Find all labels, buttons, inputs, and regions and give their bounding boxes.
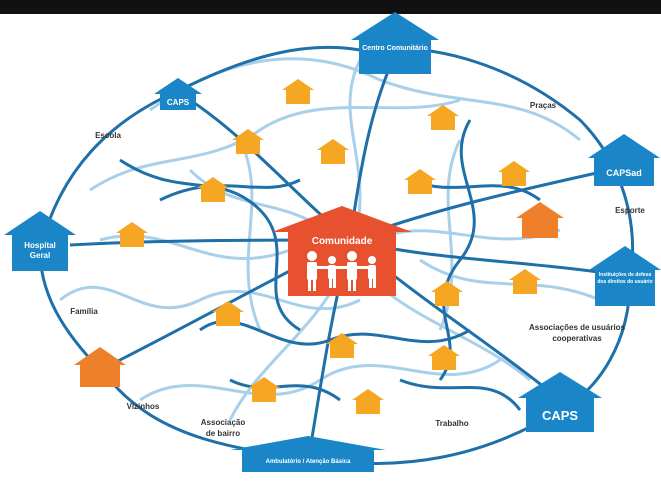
label-esporte: Esporte [615,206,645,215]
yellow-house-2 [427,105,459,130]
svg-text:CAPS: CAPS [167,98,190,107]
label-associacao-bairro-1: Associação [201,418,246,427]
svg-text:CAPSad: CAPSad [606,168,642,178]
caps-node-top: CAPS [154,78,202,110]
yellow-house-7 [197,177,229,202]
yellow-house-5 [498,161,530,186]
hospital-geral-node: Hospital Geral [4,211,76,271]
yellow-house-14 [248,377,280,402]
instituicoes-defesa-node: Instituições de defesa dos direitos do u… [589,246,661,306]
label-vizinhos: Vizinhos [127,402,160,411]
label-cooperativas: cooperativas [552,334,602,343]
yellow-house-9 [509,269,541,294]
yellow-house-6 [404,169,436,194]
top-border [0,0,661,14]
svg-text:CAPS: CAPS [542,408,578,423]
instituicoes-defesa-label: Instituições de defesa dos direitos do u… [597,272,653,285]
yellow-house-3 [232,129,264,154]
label-associacao-bairro-2: de bairro [206,429,240,438]
caps-node-bottom: CAPS [518,372,602,432]
capsad-node: CAPSad [588,134,660,186]
yellow-house-11 [212,301,244,326]
yellow-house-4 [317,139,349,164]
yellow-house-10 [431,281,463,306]
yellow-house-1 [282,79,314,104]
label-pracas: Praças [530,101,557,110]
label-familia: Família [70,307,98,316]
comunidade-label: Comunidade [312,236,373,247]
centro-comunitario-node: Centro Comunitário [351,12,439,74]
label-associacoes: Associações de usuários [529,323,626,332]
label-escola: Escola [95,131,121,140]
orange-node-left [74,347,126,387]
ambulatorio-node: Ambulatório / Atenção Básica [230,436,386,472]
yellow-house-8 [116,222,148,247]
yellow-house-12 [326,333,358,358]
centro-comunitario-label: Centro Comunitário [362,45,428,52]
community-service-houses [116,79,541,414]
family-icon [307,251,376,291]
label-trabalho: Trabalho [435,419,468,428]
orange-node-top-right [516,202,564,238]
yellow-house-13 [428,345,460,370]
hospital-geral-label: Hospital Geral [24,241,56,260]
yellow-house-15 [352,389,384,414]
svg-text:Ambulatório / Atenção Básica: Ambulatório / Atenção Básica [266,459,351,465]
comunidade-center: Comunidade [272,206,412,296]
